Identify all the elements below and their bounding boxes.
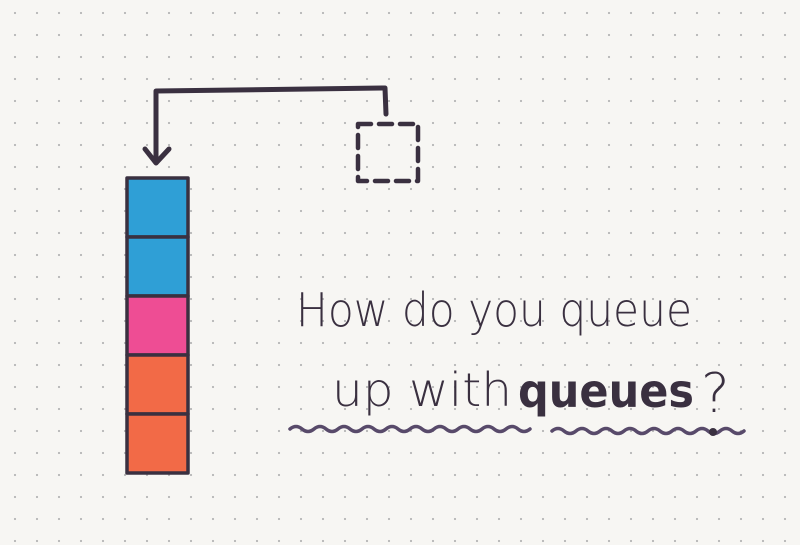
squiggle-underline-left <box>288 424 532 434</box>
caption-line-1: How do you queue <box>296 283 692 337</box>
queue-block <box>125 176 190 239</box>
enqueue-arrow <box>153 85 389 161</box>
caption-question-mark: ? <box>701 362 730 425</box>
ink-blot <box>709 428 717 436</box>
caption-line-2-prefix: up with <box>332 363 512 417</box>
arrow-head-icon <box>142 146 172 166</box>
empty-slot <box>355 121 421 184</box>
queue-block <box>125 235 190 298</box>
queue-block <box>125 353 190 416</box>
queue-stack <box>125 176 190 475</box>
queue-block <box>125 294 190 357</box>
caption-emphasis-word: queues <box>518 364 694 418</box>
queue-block <box>125 412 190 475</box>
